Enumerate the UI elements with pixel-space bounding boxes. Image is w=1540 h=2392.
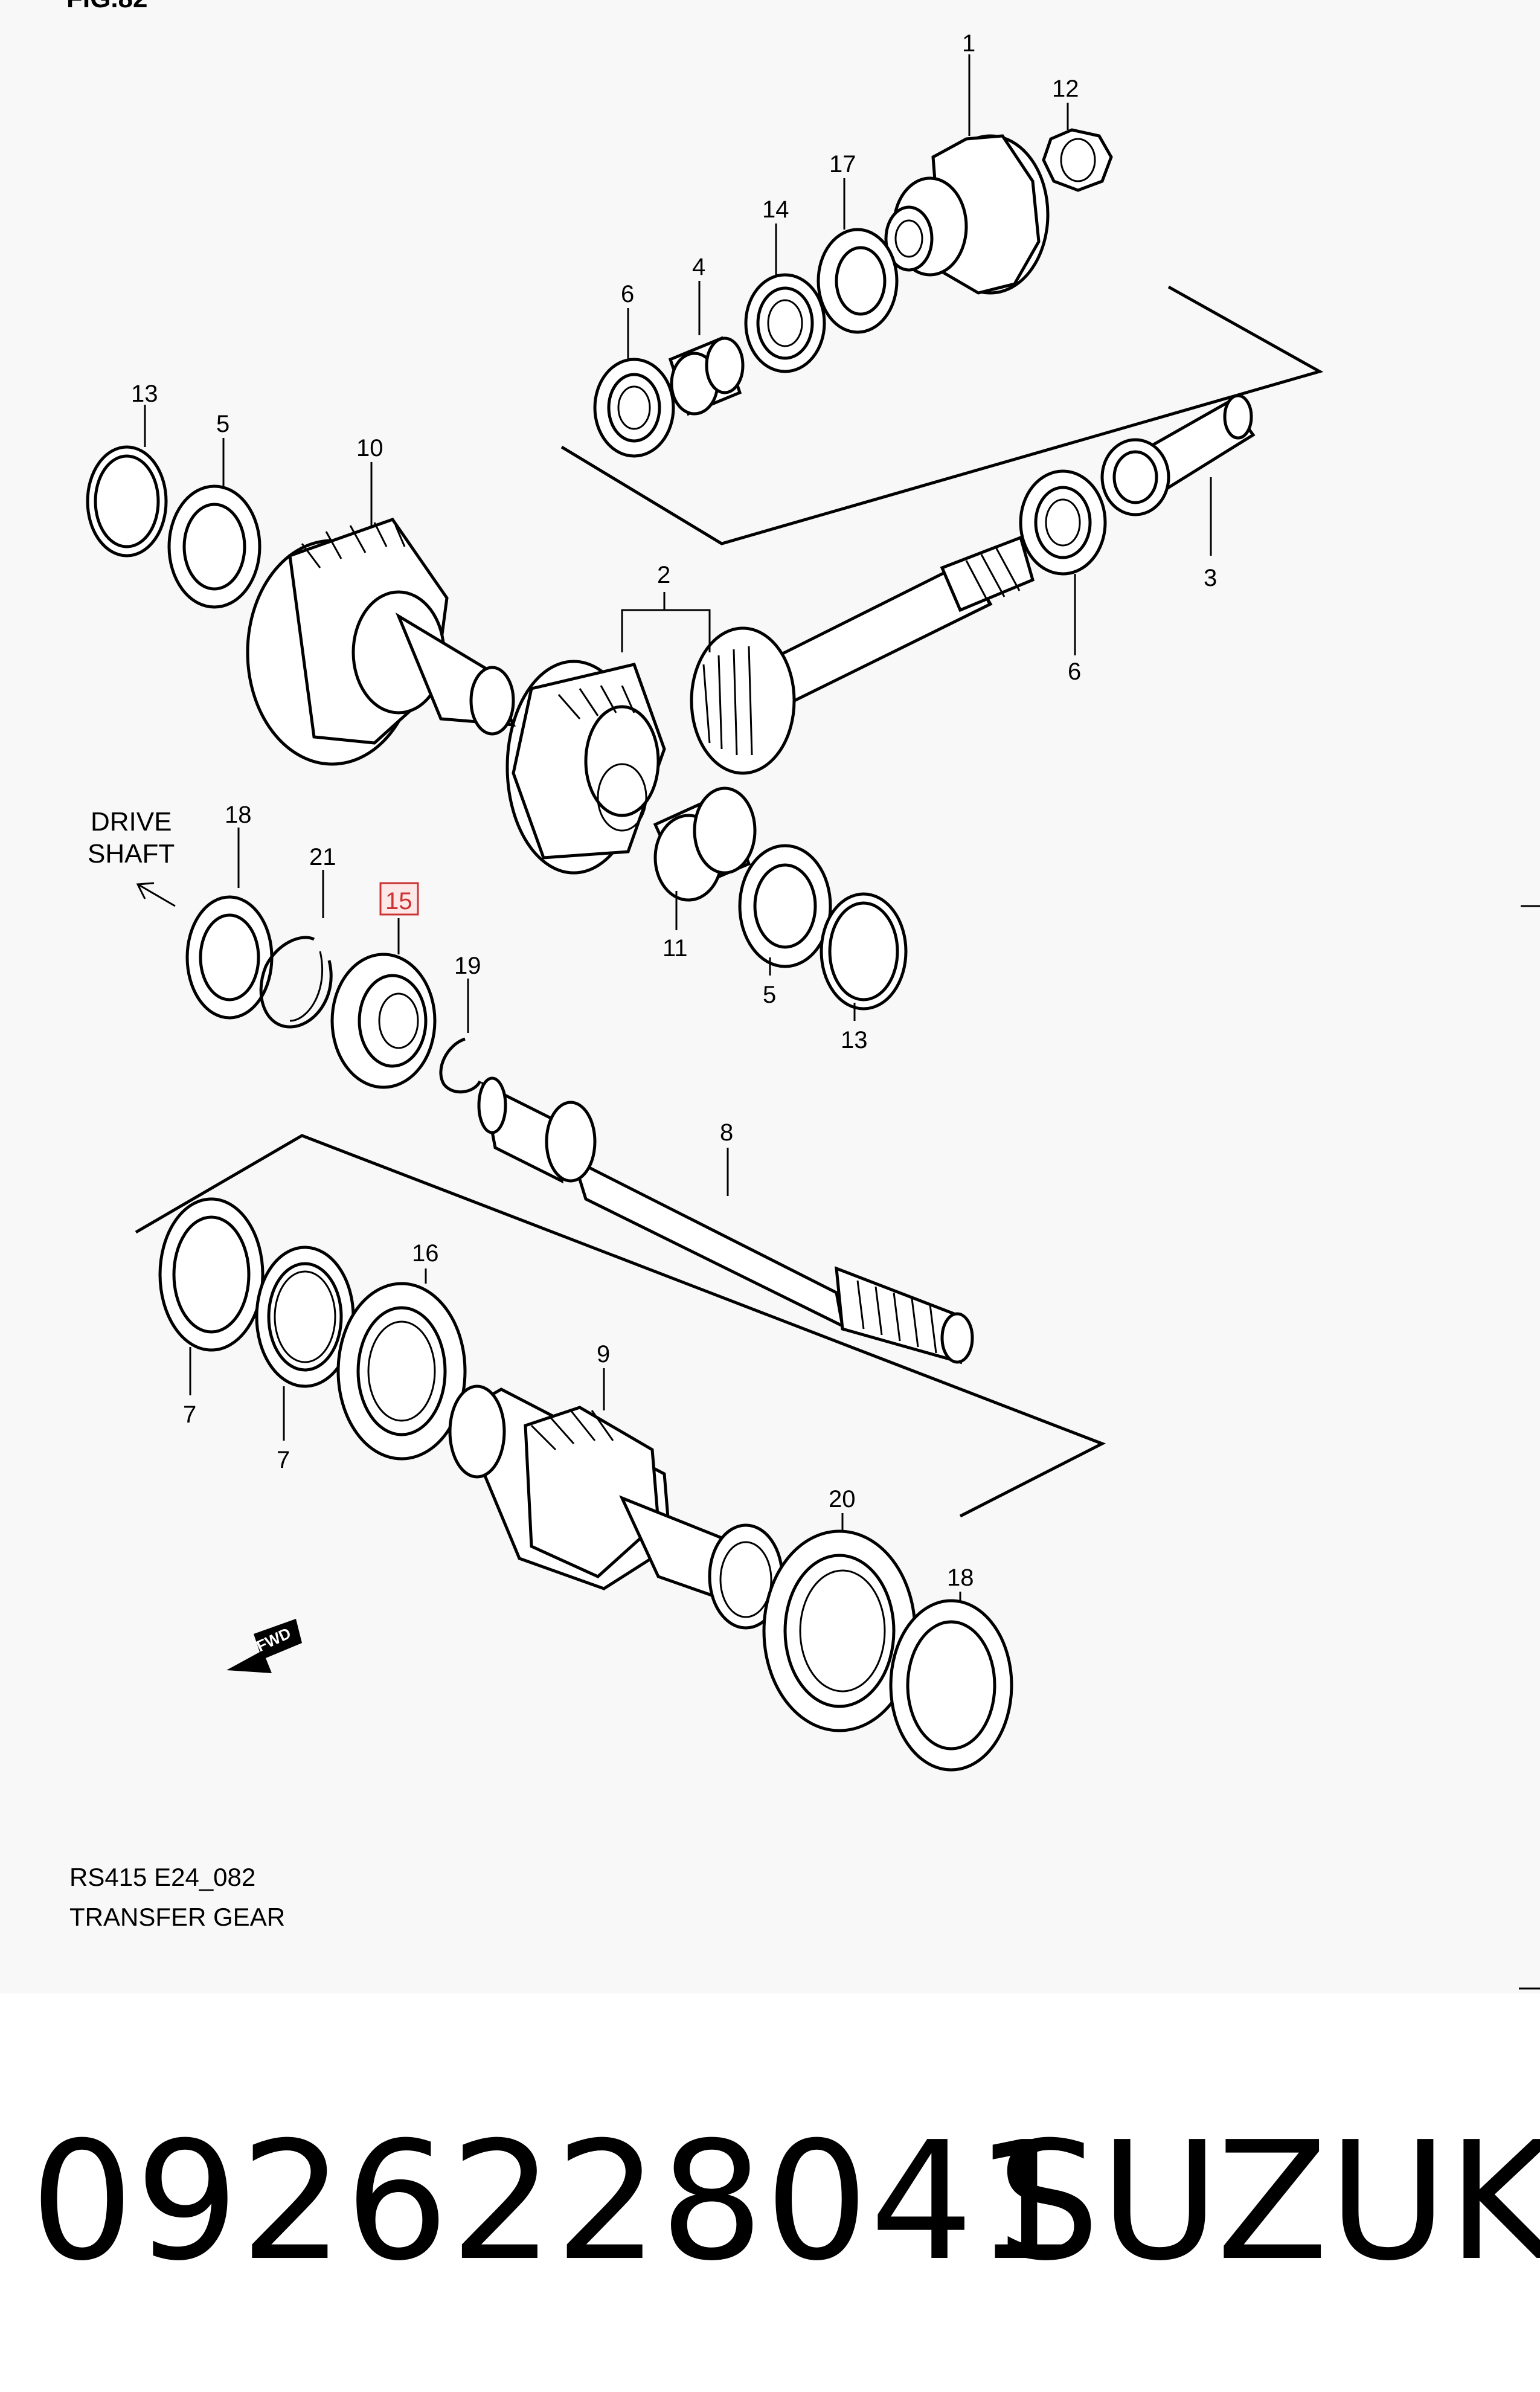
leader-lines (144, 54, 1212, 1601)
note-drive-line1: DRIVE (91, 807, 172, 837)
part-5-bearing-upper[interactable] (167, 484, 261, 609)
lower-assembly-frame (135, 1134, 1106, 1518)
part-13-shim-upper[interactable] (86, 445, 168, 558)
part-10-helical-gear[interactable] (246, 518, 516, 766)
part-footer: 0926228041 SUZUKI (0, 1993, 1540, 2392)
callout-18-upper[interactable]: 18 (225, 802, 252, 828)
part-17-oil-seal[interactable] (817, 228, 899, 334)
callout-15[interactable]: 15 (385, 888, 412, 915)
callout-15-highlight-box (379, 882, 419, 916)
callout-18-lower[interactable]: 18 (947, 1564, 974, 1591)
callout-5-upper[interactable]: 5 (216, 411, 229, 437)
callout-16[interactable]: 16 (412, 1240, 439, 1267)
callout-6-lower[interactable]: 6 (1068, 658, 1081, 685)
callout-8[interactable]: 8 (720, 1119, 733, 1146)
part-7-shim-a[interactable] (158, 1197, 265, 1352)
part-19-circlip[interactable] (439, 1037, 482, 1094)
upper-assembly-frame (560, 285, 1324, 545)
figure-name: TRANSFER GEAR (69, 1903, 285, 1931)
part-14-bearing[interactable] (744, 273, 826, 373)
drive-shaft-arrow-icon (136, 882, 176, 907)
callout-3[interactable]: 3 (1204, 565, 1217, 591)
part-8-output-shaft[interactable] (477, 1076, 974, 1365)
part-18-oil-seal-upper[interactable] (185, 895, 274, 1020)
figure-code: RS415 E24_082 (69, 1863, 255, 1891)
part-2-pinion-shaft[interactable] (690, 535, 1035, 775)
part-5-bearing-lower[interactable] (738, 844, 832, 968)
callout-labels: 1 12 17 14 4 6 13 5 10 2 3 6 18 21 15 19… (131, 30, 1217, 1591)
callout-4[interactable]: 4 (692, 254, 705, 280)
callout-11[interactable]: 11 (663, 935, 688, 962)
callout-13-lower[interactable]: 13 (841, 1027, 868, 1053)
part-21-snap-ring[interactable] (259, 936, 333, 1029)
part-number: 0926228041 (30, 2106, 1080, 2297)
callout-7-a[interactable]: 7 (183, 1401, 196, 1428)
callout-6-upper[interactable]: 6 (621, 281, 634, 307)
callout-17[interactable]: 17 (829, 151, 856, 178)
part-12-nut[interactable] (1042, 128, 1113, 192)
callout-7-b[interactable]: 7 (277, 1447, 290, 1473)
part-11-spacer[interactable] (653, 786, 757, 902)
callout-19[interactable]: 19 (454, 953, 481, 979)
part-6-bearing-lower[interactable] (1019, 469, 1107, 576)
callout-13-upper[interactable]: 13 (131, 381, 158, 407)
callout-14[interactable]: 14 (762, 196, 789, 223)
part-3-sleeve[interactable] (1100, 394, 1256, 516)
callout-12[interactable]: 12 (1052, 76, 1079, 102)
callout-5-lower[interactable]: 5 (763, 982, 776, 1008)
part-1-differential-case[interactable] (884, 134, 1050, 295)
callout-2[interactable]: 2 (657, 562, 670, 588)
callout-1[interactable]: 1 (962, 30, 975, 57)
diagram-panel: FIG.82 (66, 0, 1540, 1990)
part-6-bearing-upper[interactable] (593, 358, 675, 458)
exploded-parts-diagram: FIG.82 (66, 0, 1540, 1990)
brand-name: SUZUKI (996, 2106, 1540, 2297)
part-4-spacer[interactable] (668, 336, 745, 416)
part-9-driven-gear[interactable] (448, 1384, 784, 1630)
callout-21[interactable]: 21 (309, 844, 336, 870)
callout-10[interactable]: 10 (356, 435, 383, 461)
callout-20[interactable]: 20 (829, 1486, 856, 1513)
part-2-ring-gear[interactable] (505, 660, 666, 875)
part-18-oil-seal-lower[interactable] (889, 1599, 1013, 1772)
part-15-bearing[interactable] (330, 953, 437, 1089)
part-16-bearing[interactable] (336, 1282, 467, 1461)
note-shaft-line2: SHAFT (88, 839, 175, 869)
part-13-shim-lower[interactable] (820, 892, 908, 1011)
figure-title: FIG.82 (66, 0, 148, 13)
callout-9[interactable]: 9 (597, 1341, 610, 1368)
fwd-arrow-icon: FWD (226, 1619, 302, 1673)
